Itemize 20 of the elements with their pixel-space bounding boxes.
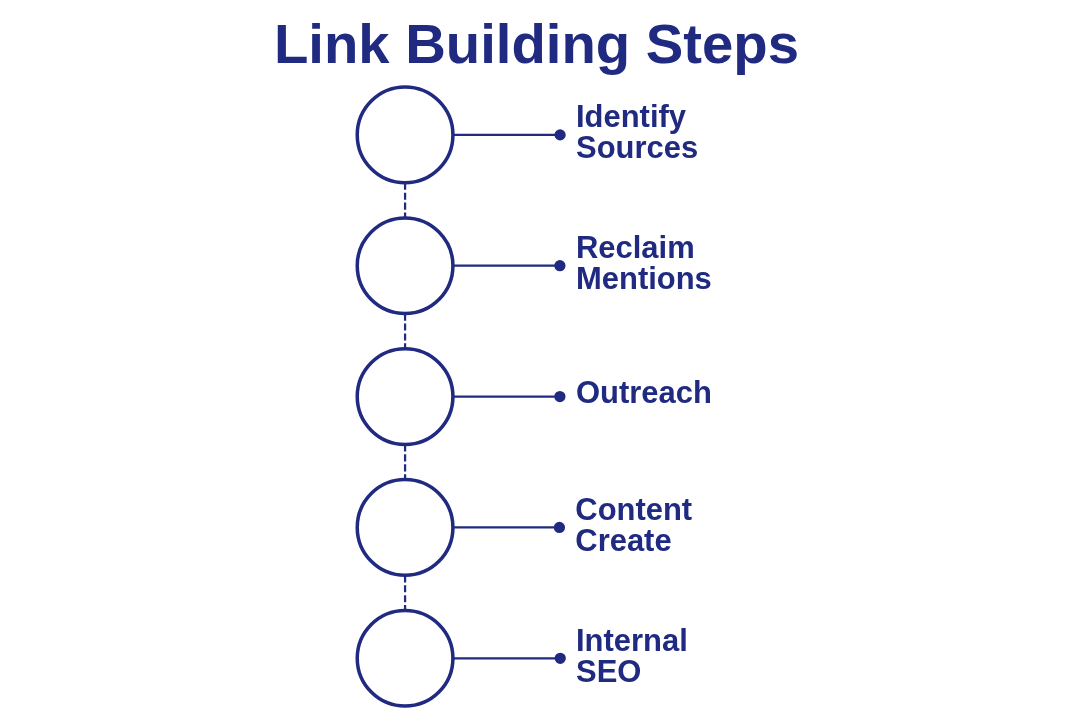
diagram-title: Link Building Steps: [273, 12, 799, 76]
connector: [452, 390, 566, 403]
connector: [452, 260, 566, 272]
node-text: Identify Sources: [575, 99, 698, 166]
connector: [452, 129, 566, 141]
node-circle: [355, 347, 455, 447]
node-text: Outreach: [575, 375, 712, 411]
node-text: Internal SEO: [575, 622, 688, 689]
node-circle: [355, 608, 455, 708]
connector: [452, 521, 565, 534]
node-text: Content Create: [574, 491, 692, 558]
node-circle: [355, 85, 455, 185]
connector: [403, 182, 406, 218]
connector: [452, 652, 566, 664]
connector: [403, 313, 406, 349]
node-text: Reclaim Mentions: [575, 230, 712, 297]
node-circle: [355, 216, 455, 316]
connector: [403, 575, 406, 611]
node-circle: [355, 477, 455, 577]
connector: [403, 444, 406, 480]
